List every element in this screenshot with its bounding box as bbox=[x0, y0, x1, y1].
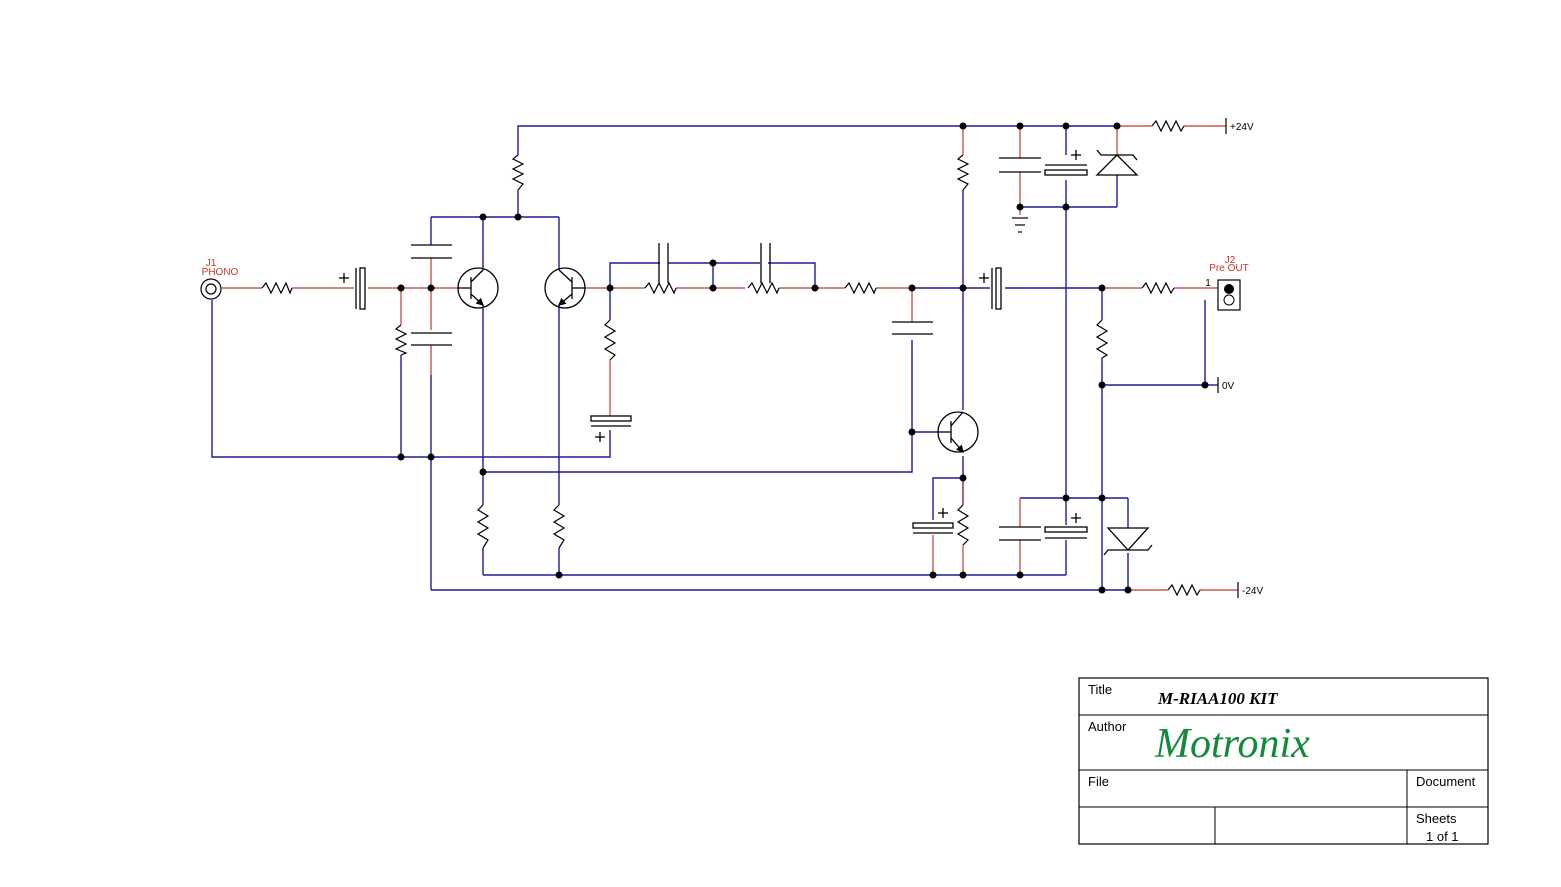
power-symbols bbox=[1012, 118, 1239, 598]
transistor-q3 bbox=[937, 411, 979, 453]
transistor-q1 bbox=[457, 267, 499, 309]
author-label: Author bbox=[1088, 719, 1127, 734]
zener-diodes bbox=[1095, 149, 1153, 556]
resistor-feedback bbox=[603, 319, 617, 361]
wires bbox=[211, 125, 1218, 591]
capacitor-input bbox=[339, 267, 366, 310]
capacitor-c-bottom bbox=[411, 332, 452, 346]
capacitor-riaa2 bbox=[760, 243, 771, 283]
title-value: M-RIAA100 KIT bbox=[1157, 689, 1278, 708]
j2-ref: J2 bbox=[1225, 255, 1236, 266]
j1-ref: J1 bbox=[206, 258, 217, 269]
connector-j2 bbox=[1217, 279, 1241, 311]
capacitors bbox=[339, 150, 1088, 541]
neg-supply-label: -24V bbox=[1242, 586, 1263, 597]
sheets-label: Sheets bbox=[1416, 811, 1457, 826]
resistor-pos-supply bbox=[1151, 119, 1185, 133]
transistors bbox=[457, 267, 979, 453]
resistor-r1 bbox=[261, 281, 293, 295]
zener-neg bbox=[1103, 527, 1153, 556]
sheets-value: 1 of 1 bbox=[1426, 829, 1459, 844]
resistor-input-shunt bbox=[394, 324, 408, 356]
capacitor-output bbox=[979, 267, 1002, 310]
resistor-q3-collector bbox=[956, 154, 970, 191]
zero-volt-label: 0V bbox=[1222, 381, 1235, 392]
capacitor-compensation bbox=[892, 321, 933, 335]
resistor-riaa2 bbox=[747, 281, 780, 295]
capacitor-neg-film bbox=[999, 526, 1041, 541]
transistor-q2 bbox=[544, 267, 586, 309]
resistor-out bbox=[1141, 281, 1175, 295]
resistor-series bbox=[844, 281, 877, 295]
pos-supply-label: +24V bbox=[1230, 122, 1254, 133]
connector-j1 bbox=[200, 278, 222, 300]
component-leads bbox=[222, 125, 1238, 591]
resistor-q2-emitter bbox=[552, 504, 566, 549]
author-logo: Motronix bbox=[1154, 721, 1310, 767]
capacitor-feedback bbox=[590, 415, 632, 442]
capacitor-riaa1 bbox=[658, 243, 669, 283]
zener-pos bbox=[1095, 149, 1139, 176]
file-label: File bbox=[1088, 774, 1109, 789]
title-label: Title bbox=[1088, 682, 1112, 697]
resistor-q1-emitter bbox=[476, 504, 490, 549]
resistors bbox=[261, 119, 1201, 597]
capacitor-emitter-bypass bbox=[912, 508, 954, 534]
ground-icon bbox=[1012, 217, 1028, 233]
j2-pin: 1 bbox=[1205, 278, 1211, 289]
capacitor-pos-film bbox=[999, 157, 1041, 173]
document-label: Document bbox=[1416, 774, 1476, 789]
resistor-output-load bbox=[1095, 319, 1109, 359]
capacitor-neg-electrolytic bbox=[1044, 513, 1088, 539]
j2-name: Pre OUT bbox=[1209, 263, 1248, 274]
j1-name: PHONO bbox=[202, 267, 239, 278]
capacitor-pos-electrolytic bbox=[1044, 150, 1088, 176]
capacitor-c-top bbox=[411, 244, 452, 259]
resistor-q3-emitter bbox=[956, 504, 970, 546]
resistor-tail bbox=[511, 154, 525, 191]
labels: J1 PHONO J2 Pre OUT 1 +24V 0V -24V bbox=[202, 122, 1264, 597]
resistor-riaa1 bbox=[644, 281, 677, 295]
junctions bbox=[397, 122, 1209, 594]
resistor-neg-supply bbox=[1167, 583, 1201, 597]
title-block: Title M-RIAA100 KIT Author Motronix File… bbox=[1078, 677, 1489, 845]
